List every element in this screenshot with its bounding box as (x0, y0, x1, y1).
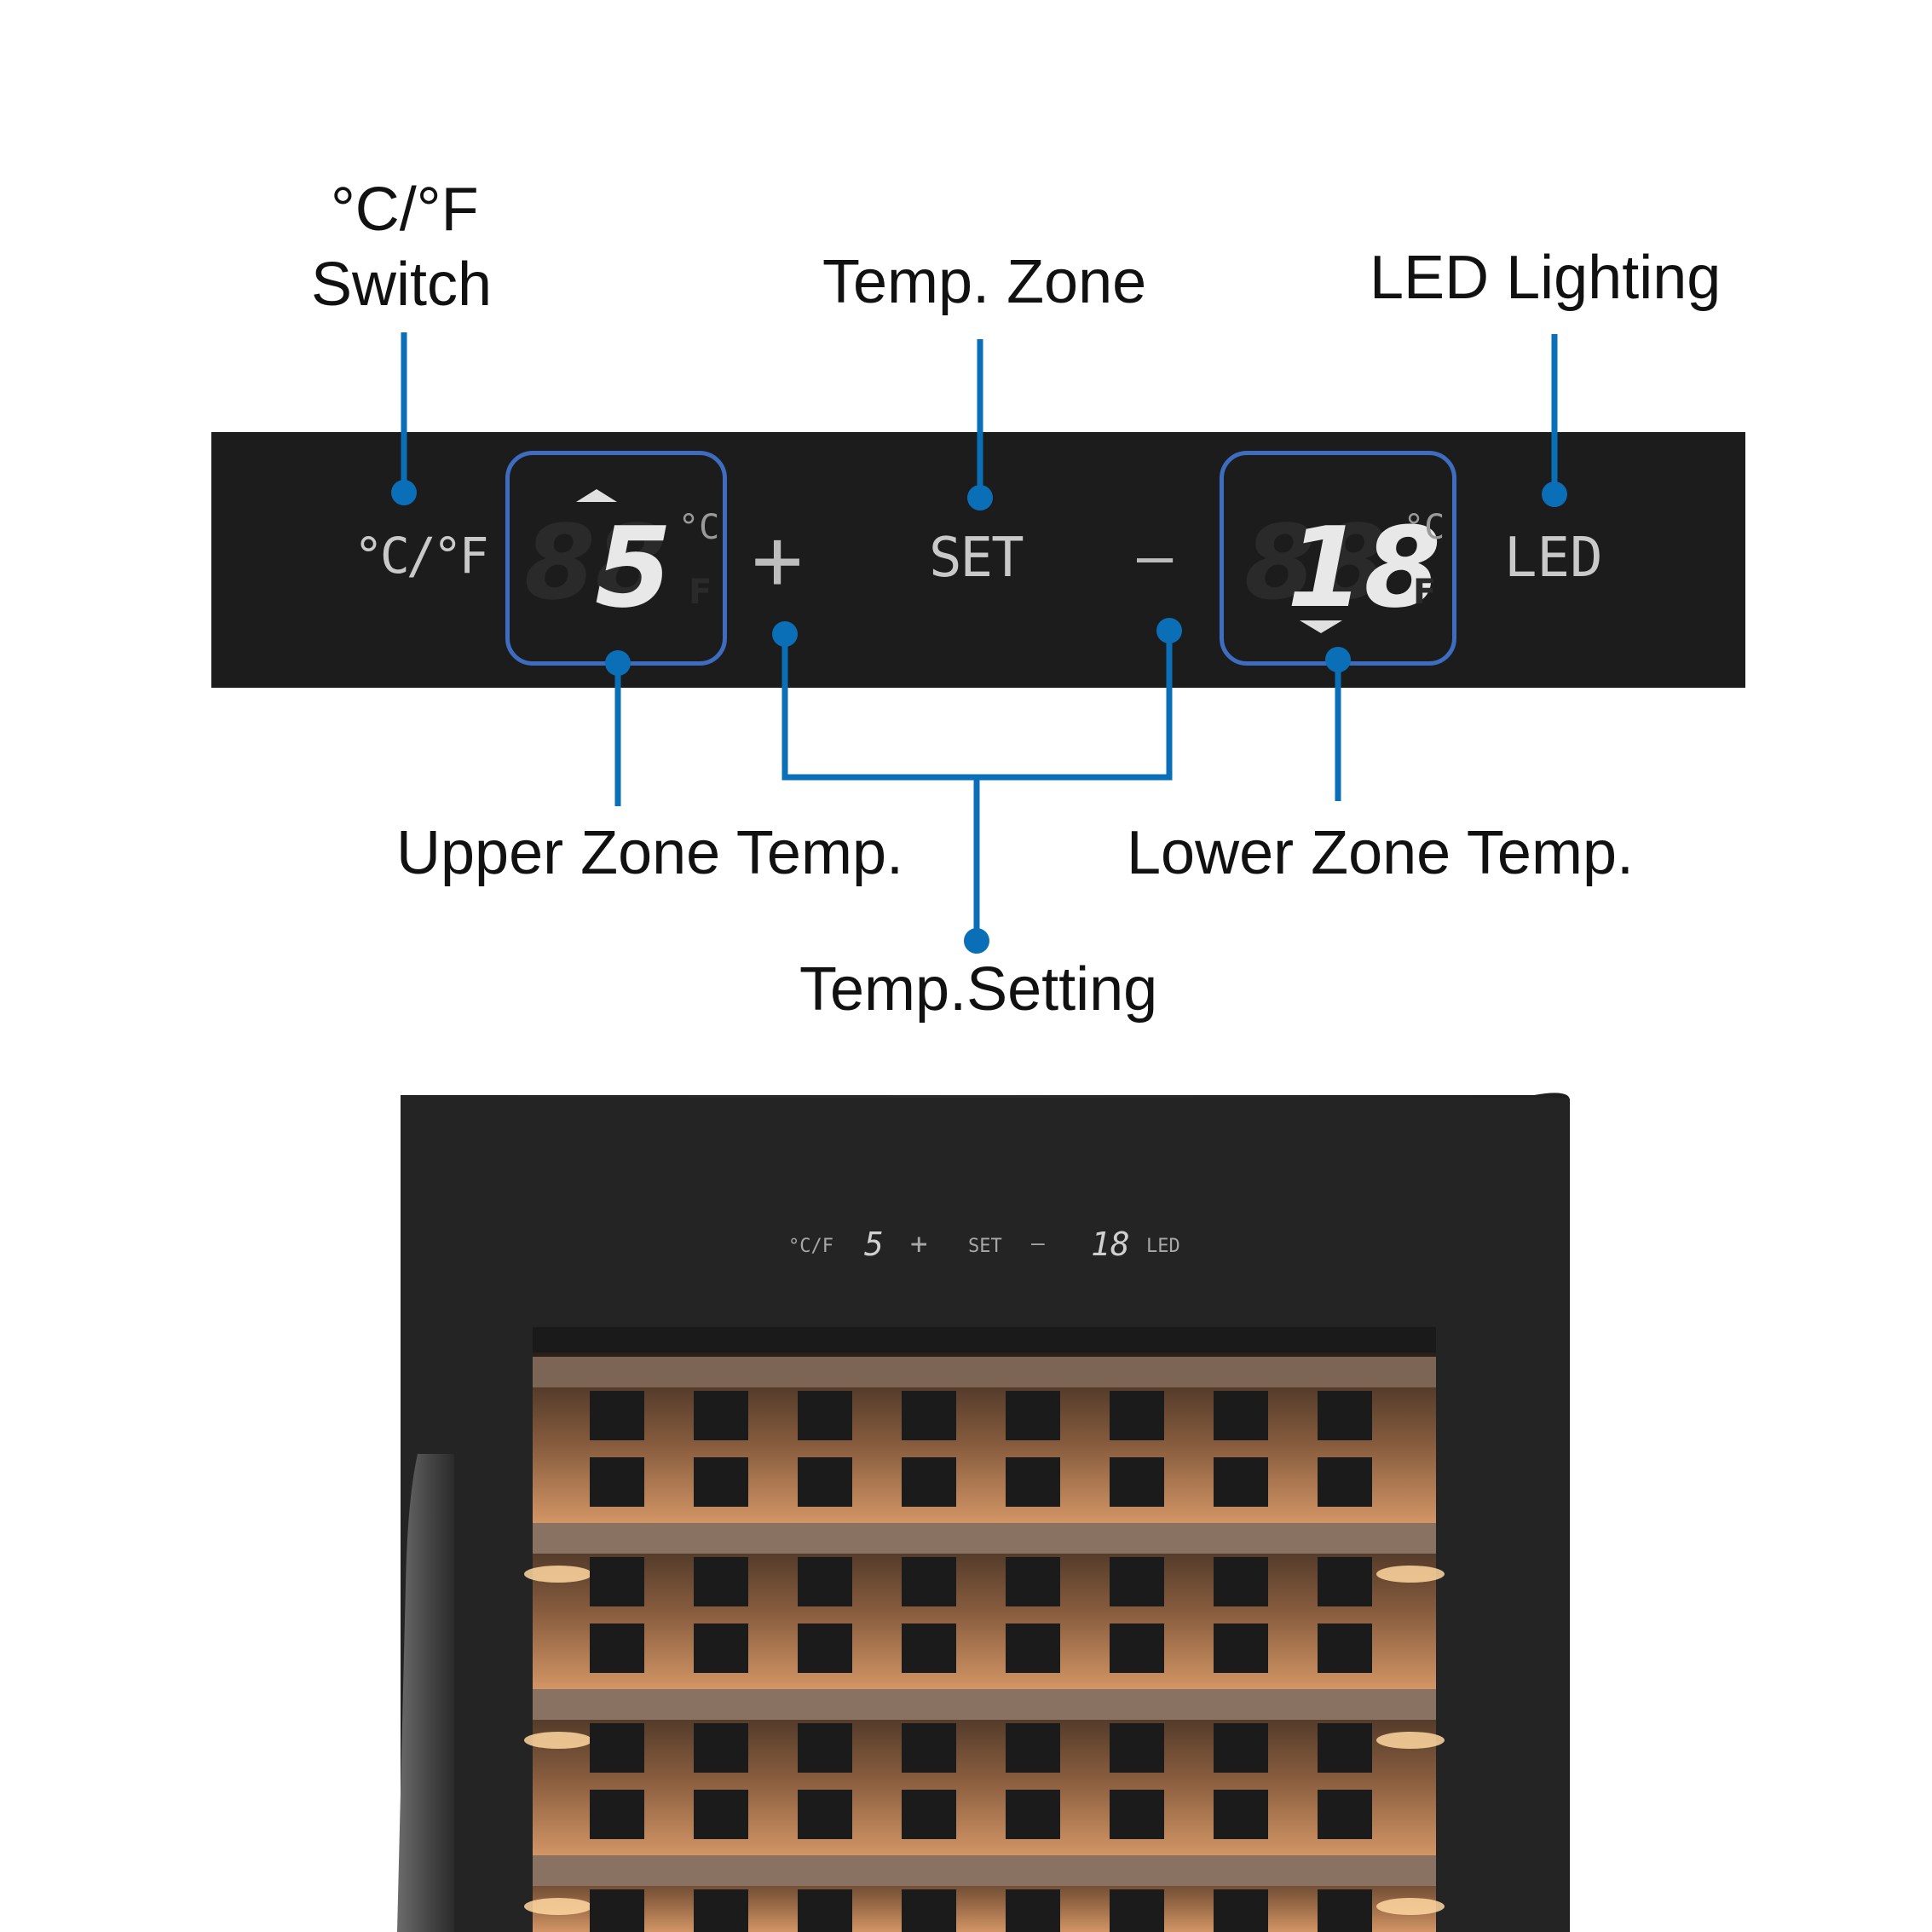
shelf-3 (524, 1689, 1445, 1855)
bottle-slot (1214, 1557, 1268, 1606)
bottle-slot (1214, 1457, 1268, 1507)
led-button[interactable]: LED (1504, 527, 1603, 590)
bottle-slot (1110, 1790, 1164, 1839)
set-button[interactable]: SET (929, 527, 1024, 590)
bottle-slot (1110, 1557, 1164, 1606)
bottle-slot (1110, 1723, 1164, 1773)
minus-button[interactable]: — (1137, 522, 1174, 591)
bottle-slot (1214, 1790, 1268, 1839)
bottle-slot (1318, 1623, 1372, 1673)
bottle-slot (1110, 1457, 1164, 1507)
bottle-slot (1318, 1889, 1372, 1932)
lower-zone-ghost-digits: 88 (1244, 505, 1387, 623)
cf-switch-label-line1: °C/°F (331, 176, 479, 244)
bottle-slot (902, 1889, 956, 1932)
bottle-slot (590, 1889, 644, 1932)
bottle-slot (590, 1557, 644, 1606)
bottle-slot (1110, 1889, 1164, 1932)
mini-upper-temp: 5 (864, 1226, 884, 1263)
upper-zone-unit-f: F (689, 573, 712, 612)
wine-shelves (524, 1357, 1445, 1932)
temp-zone-label: Temp. Zone (822, 248, 1147, 316)
bottle-slot (1006, 1557, 1060, 1606)
bottle-slot (590, 1623, 644, 1673)
lower-zone-unit-c: °C (1404, 508, 1445, 547)
led-lighting-label: LED Lighting (1370, 244, 1721, 312)
bottle-slot (1214, 1889, 1268, 1932)
bottle-slot (694, 1557, 748, 1606)
bottle-slot (1006, 1457, 1060, 1507)
lower-zone-unit-f: F (1413, 573, 1437, 612)
bottle-slot (902, 1790, 956, 1839)
upper-zone-temp-value: 5 (595, 503, 672, 632)
door-handle (397, 1454, 454, 1932)
bottle-slot (694, 1790, 748, 1839)
bottle-slot (1006, 1391, 1060, 1440)
mini-lower-temp: 18 (1091, 1226, 1130, 1263)
bottle-slot (798, 1391, 852, 1440)
bottle-slot (798, 1457, 852, 1507)
lower-zone-temp-value: 18 (1287, 503, 1441, 632)
bottle-slot (694, 1623, 748, 1673)
bottle-slot (590, 1790, 644, 1839)
mini-led-button: LED (1146, 1236, 1180, 1257)
bottle-slot (694, 1723, 748, 1773)
upper-zone-temp-label: Upper Zone Temp. (396, 819, 903, 887)
bottle-slot (1318, 1391, 1372, 1440)
bottle-slot (1318, 1557, 1372, 1606)
mini-plus-button: + (910, 1227, 928, 1261)
lower-zone-temp-label: Lower Zone Temp. (1127, 819, 1634, 887)
bottle-slot (1006, 1790, 1060, 1839)
bottle-slot (1110, 1623, 1164, 1673)
bottle-slot (798, 1723, 852, 1773)
bottle-slot (1318, 1790, 1372, 1839)
bottle-slot (1318, 1457, 1372, 1507)
bottle-slot (798, 1790, 852, 1839)
bottle-holes (590, 1391, 1372, 1932)
bottle-slot (1006, 1723, 1060, 1773)
bottle-slot (902, 1457, 956, 1507)
bottle-slot (798, 1889, 852, 1932)
plus-button[interactable]: + (752, 510, 804, 609)
bottle-slot (590, 1457, 644, 1507)
cf-switch-button[interactable]: °C/°F (354, 527, 489, 585)
bottle-slot (590, 1391, 644, 1440)
upper-zone-ghost-digits: 88 (524, 505, 666, 623)
mini-minus-button: — (1031, 1231, 1045, 1256)
bottle-slot (1110, 1391, 1164, 1440)
shelf-1 (533, 1357, 1436, 1523)
shelf-2 (524, 1523, 1445, 1689)
bottle-slot (590, 1723, 644, 1773)
shelf-4 (524, 1855, 1445, 1932)
cf-switch-label-line2: Switch (311, 251, 493, 319)
upper-zone-unit-c: °C (678, 508, 720, 547)
bottle-slot (798, 1623, 852, 1673)
bottle-slot (902, 1557, 956, 1606)
bottle-slot (694, 1889, 748, 1932)
temp-setting-label: Temp.Setting (799, 955, 1158, 1024)
bottle-slot (1318, 1723, 1372, 1773)
bottle-slot (694, 1457, 748, 1507)
bottle-slot (1214, 1723, 1268, 1773)
bottle-slot (798, 1557, 852, 1606)
mini-cf-button: °C/F (788, 1236, 833, 1257)
bottle-slot (902, 1623, 956, 1673)
bottle-slot (1214, 1391, 1268, 1440)
bottle-slot (694, 1391, 748, 1440)
bottle-slot (1006, 1623, 1060, 1673)
bottle-slot (1214, 1623, 1268, 1673)
bottle-slot (902, 1723, 956, 1773)
mini-set-button: SET (968, 1236, 1002, 1257)
bottle-slot (902, 1391, 956, 1440)
bottle-slot (1006, 1889, 1060, 1932)
